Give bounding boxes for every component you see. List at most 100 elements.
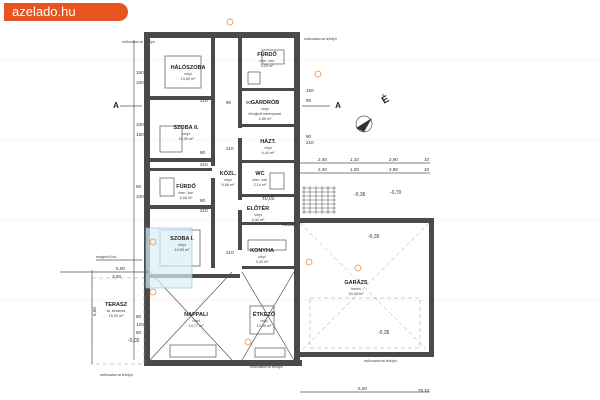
terrace-well-note: meglévő kút xyxy=(96,255,117,259)
gutter-note-top2: esőcsatorna lefolyó xyxy=(304,37,337,41)
garage-door-lines xyxy=(299,222,430,353)
dim-10b: 10 xyxy=(424,167,430,172)
room-area-wc: 2,14 m² xyxy=(254,183,268,187)
room-name-eloter: ELŐTÉR xyxy=(247,204,269,212)
room-name-gardrob: GARDRÓB xyxy=(251,98,279,106)
dim-210c: 210 xyxy=(200,98,208,103)
dim-90e: 90 xyxy=(136,184,142,189)
dim-150c: 150 xyxy=(136,70,144,75)
dim-210d: 210 xyxy=(306,140,314,145)
room-sub-kozl: vinyl xyxy=(224,178,232,182)
dim-100: 1,00 xyxy=(350,167,359,172)
room-area-nappali: 14,77 m² xyxy=(189,324,205,328)
room-note-gardrob: lehajtott mennyezet xyxy=(249,112,283,116)
room-area-eloter: 4,32 m² xyxy=(252,218,266,222)
dim-150: 150 xyxy=(136,132,144,137)
room-area-halo: 13,50 m² xyxy=(181,77,197,81)
dimension-texts: 2,40 1,10 2,90 10 2,40 1,00 2,90 10 5,00… xyxy=(92,70,430,393)
room-area-furdo1: 5,09 m² xyxy=(261,64,275,68)
dim-150b: 150 xyxy=(306,88,314,93)
room-sub-furdo1: cem. kar. xyxy=(259,59,274,63)
level-l3: -0,70 xyxy=(390,190,402,196)
dim-90b: 90 xyxy=(200,198,206,203)
level-l4: -0,35 xyxy=(368,234,380,240)
dim-90g: 90 xyxy=(246,100,252,105)
annotations: esőcsatorna lefolyó esőcsatorna lefolyó … xyxy=(96,37,397,377)
room-sub-szoba2: vinyl xyxy=(182,132,190,136)
dim-300: 3,00 xyxy=(112,274,121,279)
dim-90d: 90 xyxy=(306,134,312,139)
room-sub-wc: cem. kar. xyxy=(252,178,267,182)
dim-290b: 2,90 xyxy=(389,167,398,172)
north-label: É xyxy=(379,92,392,107)
room-name-terasz: TERASZ xyxy=(105,302,128,308)
room-sub-hazt: vinyl xyxy=(264,146,272,150)
dim-60: 60 xyxy=(136,330,142,335)
dim-110: 1,10 xyxy=(350,157,359,162)
site-logo[interactable]: azelado.hu xyxy=(4,3,128,21)
room-sub-furdo2: cem. kar. xyxy=(178,191,193,195)
dim-210a: 210 xyxy=(200,162,208,167)
dim-90f: 90 xyxy=(226,100,232,105)
dim-120: 120 xyxy=(136,322,144,327)
room-sub-eloter: vinyl xyxy=(254,213,262,217)
room-sub-etkezo: vinyl xyxy=(260,319,268,323)
room-area-terasz: 15,00 m² xyxy=(109,314,125,318)
room-sub-gardrob: vinyl xyxy=(261,107,269,111)
level-l1: ±0,00 xyxy=(262,196,275,202)
dim-80: 80 xyxy=(136,314,142,319)
house-walls xyxy=(144,32,434,366)
room-area-gardrob: 2,85 m² xyxy=(259,117,273,121)
room-sub-halo: vinyl xyxy=(184,72,192,76)
level-l5: -0,35 xyxy=(378,330,390,336)
dim-10a: 10 xyxy=(424,157,430,162)
dim-210b: 210 xyxy=(200,208,208,213)
dim-500b: 5,00 xyxy=(358,386,367,391)
room-area-szoba2: 10,39 m² xyxy=(179,137,195,141)
room-name-furdo2: FÜRDŐ xyxy=(176,183,196,190)
gutter-note-bottom: esőcsatorna lefolyó xyxy=(100,373,133,377)
room-name-hazt: HÁZT. xyxy=(260,138,276,145)
room-sub-garazs: beton xyxy=(351,287,361,291)
dim-500v: 5,00 xyxy=(92,307,97,316)
dim-75: 75 xyxy=(418,388,424,393)
gutter-note-top: esőcsatorna lefolyó xyxy=(122,40,155,44)
room-area-konyha: 9,33 m² xyxy=(256,260,270,264)
room-name-kozl: KÖZL. xyxy=(220,170,237,177)
room-name-garazs: GARÁZS xyxy=(344,279,368,286)
service-markers xyxy=(149,18,362,346)
room-area-garazs: 34,00 m² xyxy=(349,292,365,296)
room-sub-terasz: fa, kerámia xyxy=(107,309,127,313)
room-area-furdo2: 5,05 m² xyxy=(180,196,194,200)
window-highlight xyxy=(145,227,193,289)
fixtures xyxy=(149,49,336,361)
dim-500a: 5,00 xyxy=(116,266,125,271)
room-sub-szoba1: vinyl xyxy=(178,243,186,247)
room-name-nappali: NAPPALI xyxy=(184,312,208,318)
section-marker-right: A xyxy=(335,101,341,110)
dim-100a: 100 xyxy=(136,122,144,127)
dim-290a: 2,90 xyxy=(389,157,398,162)
dim-10c: 10 xyxy=(424,388,430,393)
room-area-hazt: 4,44 m² xyxy=(262,151,276,155)
level-l2: -0,36 xyxy=(354,192,366,198)
dim-240b: 2,40 xyxy=(318,167,327,172)
room-area-etkezo: 12,90 m² xyxy=(257,324,273,328)
dimension-lines xyxy=(60,40,430,393)
room-area-szoba1: 10,50 m² xyxy=(175,248,191,252)
dim-210e: 210 xyxy=(226,146,234,151)
room-name-szoba2: SZOBA II. xyxy=(173,125,199,131)
room-labels: HÁLÓSZOBA vinyl 13,50 m² SZOBA II. vinyl… xyxy=(105,51,368,328)
room-area-kozl: 6,68 m² xyxy=(222,183,236,187)
level-l7: ±0,00 xyxy=(282,222,295,228)
north-arrow: É xyxy=(355,92,392,133)
gutter-note-bottom2: esőcsatorna lefolyó xyxy=(364,359,397,363)
room-name-etkezo: ÉTKEZŐ xyxy=(253,310,276,318)
dim-100b: 100 xyxy=(136,80,144,85)
room-name-szoba1: SZOBA I. xyxy=(170,236,194,242)
room-name-furdo1: FÜRDŐ xyxy=(257,51,277,58)
gutter-note-left: esőcsatorna lefolyó xyxy=(250,365,283,369)
room-sub-konyha: vinyl xyxy=(258,255,266,259)
room-name-halo: HÁLÓSZOBA xyxy=(171,63,206,71)
